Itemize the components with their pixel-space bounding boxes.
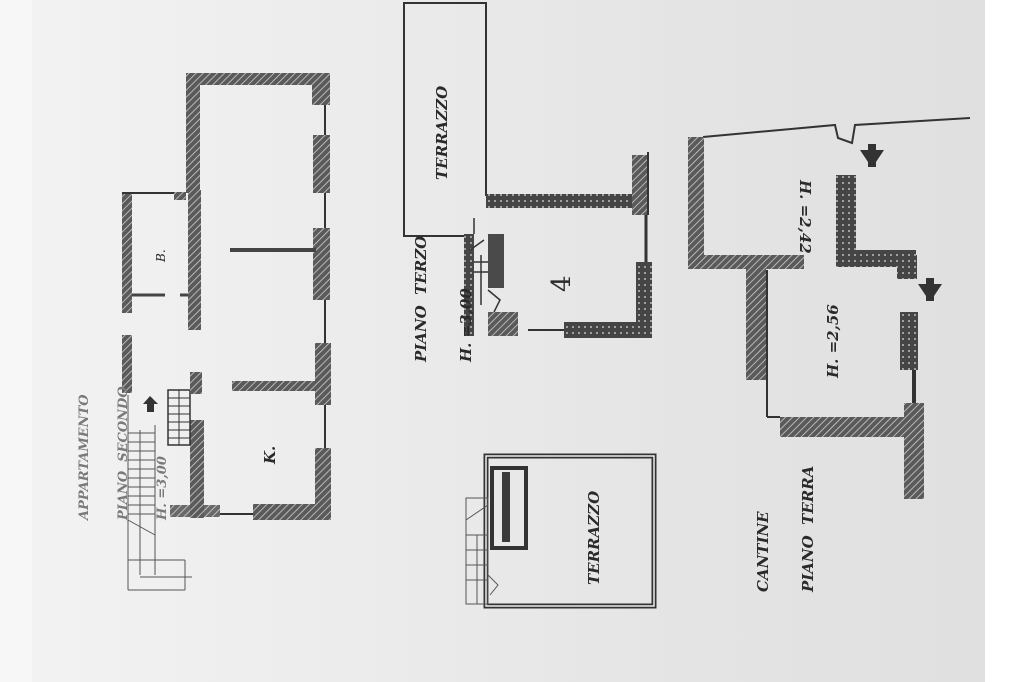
third-floor-height: H. =3,00 [457, 288, 475, 362]
room-label-kitchen: K. [261, 445, 279, 464]
second-floor-title-line2: PIANO SECONDO [116, 386, 131, 520]
third-floor-plan [403, 2, 657, 609]
arrow-left-icon [918, 278, 942, 301]
arrow-up-icon [143, 396, 158, 412]
second-floor-title-line1: APPARTAMENTO [77, 394, 92, 520]
terrace-top-label: TERRAZZO [433, 85, 451, 180]
cellars-title-line1: CANTINE [754, 511, 772, 592]
second-floor-height: H. =3,00 [155, 456, 170, 520]
room-label-bath: B. [154, 249, 168, 262]
cellar-a-height: H. =2,42 [796, 180, 814, 254]
paper-left-margin [0, 0, 32, 682]
terrace-bottom-label: TERRAZZO [585, 490, 603, 585]
cellars-plan [688, 117, 971, 499]
second-floor-plan [122, 73, 331, 591]
cellar-b-height: H. =2,56 [824, 304, 842, 378]
arrow-left-icon [860, 144, 884, 167]
paper-background [0, 0, 985, 682]
room-number-4: 4 [547, 275, 577, 292]
cellars-title: CANTINE PIANO TERRA [726, 466, 831, 592]
third-floor-title-line1: PIANO TERZO [412, 235, 430, 362]
cellars-title-line2: PIANO TERRA [799, 465, 817, 592]
third-floor-title: PIANO TERZO H. =3,00 [384, 236, 489, 362]
second-floor-title: APPARTAMENTO PIANO SECONDO H. =3,00 [52, 386, 182, 520]
